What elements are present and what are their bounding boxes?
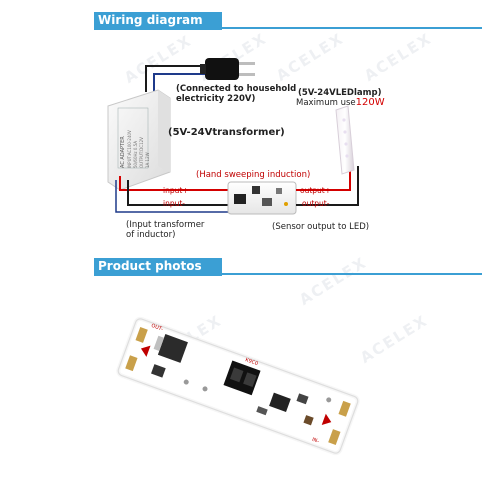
product-photos-rule xyxy=(222,273,482,275)
label-input-minus: input- xyxy=(163,199,185,208)
label-sensor-output: (Sensor output to LED) xyxy=(272,222,370,232)
label-input-transformer-2: of inductor) xyxy=(126,230,176,240)
adapter-text-line-0: AC ADAPTER xyxy=(120,136,126,168)
transformer-output-blue xyxy=(115,180,228,213)
adapter-text-line-1: INPUT:AC100-240V xyxy=(127,130,132,168)
product-photos-header: Product photos xyxy=(0,258,482,276)
label-household: (Connected to household xyxy=(176,84,297,94)
sensor-pcb-small xyxy=(227,181,297,215)
product-photos-title: Product photos xyxy=(98,259,202,273)
label-household-2: electricity 220V) xyxy=(176,94,256,104)
led-output-black xyxy=(296,166,359,206)
power-plug xyxy=(200,58,255,80)
adapter-label-text: AC ADAPTER INPUT:AC100-240V 50/60Hz 0.5A… xyxy=(120,130,150,168)
sensor-pcb-photo: OUT- IN- K9C0 xyxy=(116,316,360,456)
wiring-diagram-tab xyxy=(94,12,222,30)
product-photos-tab xyxy=(94,258,222,276)
transformer-output-red xyxy=(119,176,228,191)
mains-wire-black xyxy=(145,65,205,92)
adapter-text-line-3: OUTPUT:DC12V xyxy=(139,137,144,168)
mains-wire-blue xyxy=(153,73,205,92)
label-output-plus: output+ xyxy=(300,186,332,195)
label-input-plus: input+ xyxy=(163,186,189,195)
label-max-prefix: Maximum use xyxy=(296,98,356,108)
label-output-minus: output- xyxy=(302,199,330,208)
adapter-text-line-2: 50/60Hz 0.5A xyxy=(133,141,138,168)
pcb-pcbchip-text: K9C0 xyxy=(244,357,258,367)
pcb-pcbinr-text: IN- xyxy=(311,437,320,445)
transformer-output-black xyxy=(127,180,228,206)
led-lamp-strip xyxy=(335,105,355,175)
label-led-lamp: (5V-24VLEDlamp) xyxy=(298,88,382,98)
adapter-text-line-4: 1A 12W xyxy=(145,152,150,168)
wiring-diagram-header: Wiring diagram xyxy=(0,12,482,30)
wiring-diagram-title: Wiring diagram xyxy=(98,13,203,27)
label-input-transformer: (Input transformer xyxy=(126,220,205,230)
label-transformer: (5V-24Vtransformer) xyxy=(168,127,285,138)
pcb-pcboutl-text: OUT- xyxy=(150,323,164,333)
label-max-value: 120W xyxy=(355,97,385,108)
transformer-adapter xyxy=(107,89,171,191)
led-output-red xyxy=(296,170,351,191)
label-hand-sweep: (Hand sweeping induction) xyxy=(196,170,311,180)
label-max-use: Maximum use120W xyxy=(296,97,385,109)
wiring-diagram-rule xyxy=(222,27,482,29)
